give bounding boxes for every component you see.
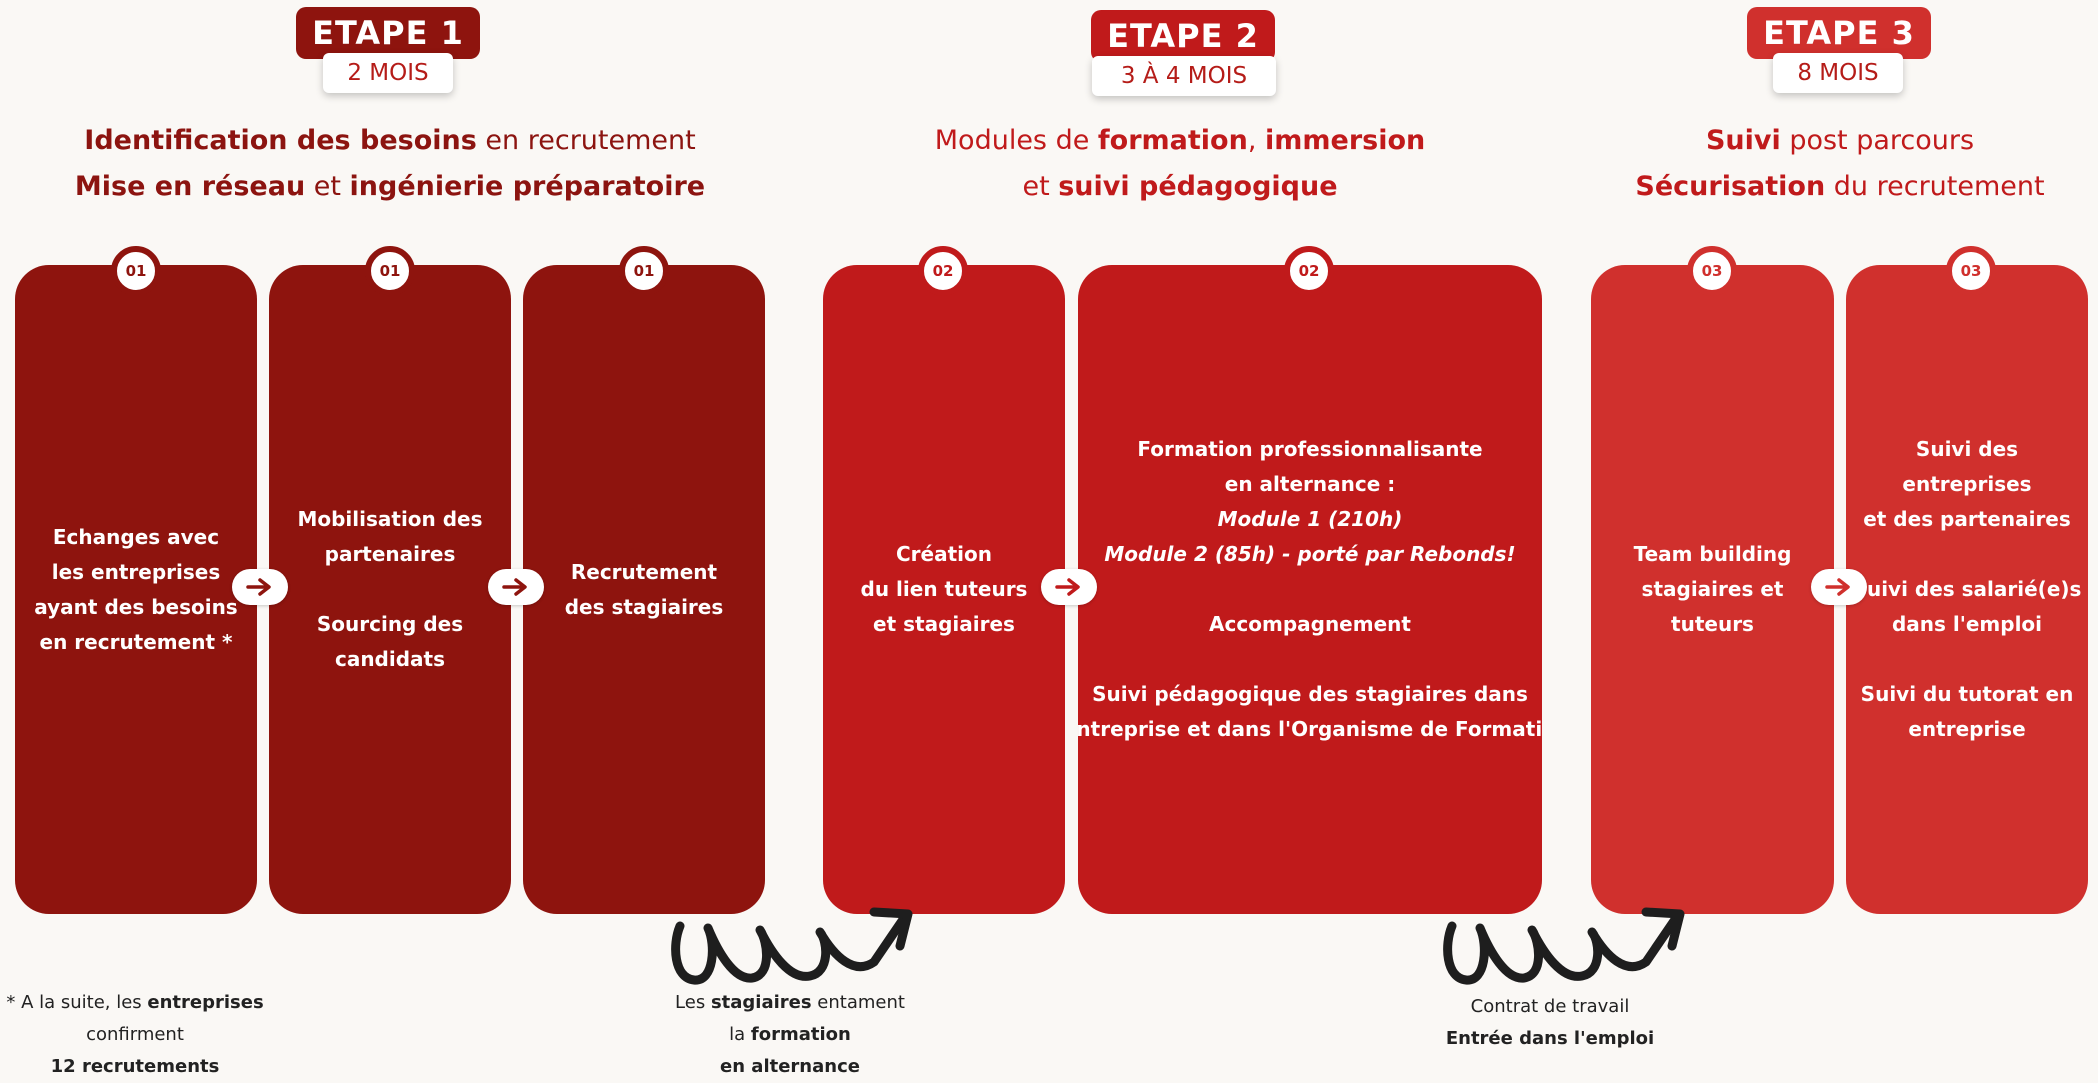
step-badge: 02 <box>1284 246 1334 296</box>
footnote-line: Contrat de travail <box>1470 996 1630 1017</box>
stage-1-subtitle-line1: Identification des besoins en recrutemen… <box>84 125 696 156</box>
card-text: Création du lien tuteurs et stagiaires <box>860 542 1028 636</box>
card-line: l'entreprise et dans l'Organisme de Form… <box>1078 717 1542 741</box>
card-text: Suivi des entreprises et des partenaires… <box>1852 437 2082 741</box>
card-suivi-entreprises: Suivi des entreprises et des partenaires… <box>1846 265 2088 914</box>
footnote-stagiaires: Les stagiaires entament la formation en … <box>640 987 940 1083</box>
footnote-contrat: Contrat de travail Entrée dans l'emploi <box>1400 991 1700 1055</box>
card-line-spacer <box>1078 572 1542 607</box>
stage-3-subtitle: Suivi post parcours Sécurisation du recr… <box>1540 118 2098 210</box>
card-mobilisation-partenaires: Mobilisation des partenaires Sourcing de… <box>269 265 511 914</box>
card-creation-lien: Création du lien tuteurs et stagiaires <box>823 265 1065 914</box>
card-text: Echanges avec les entreprises ayant des … <box>34 524 238 654</box>
footnote-line: en alternance <box>720 1056 860 1077</box>
arrow-right-icon <box>1041 569 1097 605</box>
curly-arrow-icon <box>671 907 913 985</box>
stage-3-duration: 8 MOIS <box>1773 53 1903 93</box>
stage-1-duration: 2 MOIS <box>323 53 453 93</box>
card-line: en alternance : <box>1224 472 1396 496</box>
footnote-line: 12 recrutements <box>50 1056 220 1077</box>
step-badge: 01 <box>365 246 415 296</box>
footnote-line: confirment <box>86 1024 184 1045</box>
card-text: Recrutement des stagiaires <box>564 559 724 619</box>
card-text: Team building stagiaires et tuteurs <box>1633 542 1792 636</box>
stage-3-title: ETAPE 3 <box>1747 7 1931 59</box>
card-formation-professionnalisante: Formation professionnalisante en alterna… <box>1078 265 1542 914</box>
footnote-line: Les stagiaires entament <box>675 992 905 1013</box>
card-line: Suivi pédagogique des stagiaires dans <box>1092 682 1528 706</box>
card-line: Accompagnement <box>1209 612 1411 636</box>
step-badge: 02 <box>918 246 968 296</box>
step-badge: 01 <box>619 246 669 296</box>
stage-2-subtitle: Modules de formation, immersion et suivi… <box>880 118 1480 210</box>
card-line: Formation professionnalisante <box>1137 437 1483 461</box>
footnote-line: Entrée dans l'emploi <box>1445 1028 1655 1049</box>
card-line-spacer <box>1078 642 1542 677</box>
arrow-right-icon <box>488 569 544 605</box>
footnote-line: * A la suite, les entreprises <box>6 992 264 1013</box>
footnote-line: la formation <box>729 1024 851 1045</box>
arrow-right-icon <box>1811 569 1867 605</box>
card-line-italic: Module 1 (210h) <box>1217 507 1403 531</box>
card-echanges-entreprises: Echanges avec les entreprises ayant des … <box>15 265 257 914</box>
stage-2-subtitle-line1: Modules de formation, immersion <box>934 125 1426 156</box>
step-badge: 01 <box>111 246 161 296</box>
arrow-right-icon <box>232 569 288 605</box>
curly-arrow-icon <box>1443 907 1685 985</box>
card-recrutement-stagiaires: Recrutement des stagiaires <box>523 265 765 914</box>
stage-2-subtitle-line2: et suivi pédagogique <box>1022 171 1338 202</box>
stage-1-subtitle: Identification des besoins en recrutemen… <box>40 118 740 210</box>
card-text: Mobilisation des partenaires Sourcing de… <box>297 507 483 671</box>
stage-1-subtitle-line2: Mise en réseau et ingénierie préparatoir… <box>74 171 706 202</box>
stage-3-subtitle-line2: Sécurisation du recrutement <box>1635 171 2045 202</box>
card-line-italic: Module 2 (85h) - porté par Rebonds! <box>1104 542 1516 566</box>
card-team-building: Team building stagiaires et tuteurs <box>1591 265 1834 914</box>
footnote-entreprises: * A la suite, les entreprises confirment… <box>0 987 270 1083</box>
stage-2-duration: 3 À 4 MOIS <box>1092 56 1276 96</box>
stage-1-title: ETAPE 1 <box>296 7 480 59</box>
step-badge: 03 <box>1946 246 1996 296</box>
stage-3-subtitle-line1: Suivi post parcours <box>1705 125 1975 156</box>
stage-2-title: ETAPE 2 <box>1091 10 1275 62</box>
card-text: Formation professionnalisante en alterna… <box>1078 432 1542 747</box>
step-badge: 03 <box>1687 246 1737 296</box>
